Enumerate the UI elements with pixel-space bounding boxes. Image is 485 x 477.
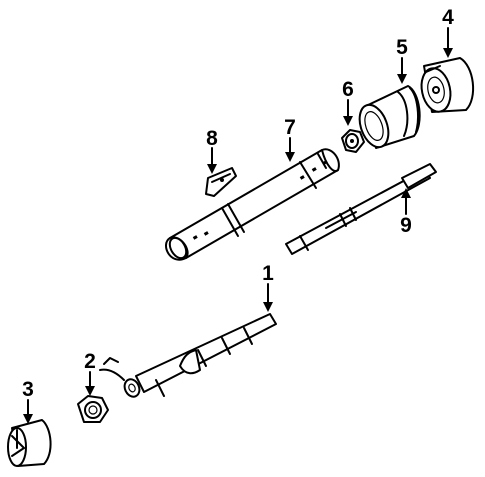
housing [420,57,475,113]
callout-6: 6 [342,78,354,101]
callout-1: 1 [262,262,274,285]
coupling-nut [77,395,109,423]
callout-7: 7 [284,116,296,139]
callout-4: 4 [442,6,454,29]
callout-3: 3 [22,378,34,401]
callout-8: 8 [206,127,218,150]
callout-9: 9 [400,214,412,237]
callout-5: 5 [396,36,408,59]
steering-shaft [285,163,437,255]
sleeve [358,85,421,149]
bracket [205,167,237,197]
lower-shaft [99,313,277,398]
cup [7,419,52,467]
bearing-nut [341,129,365,153]
callout-2: 2 [84,350,96,373]
leader-lines [23,27,453,424]
column-jacket [165,148,340,261]
